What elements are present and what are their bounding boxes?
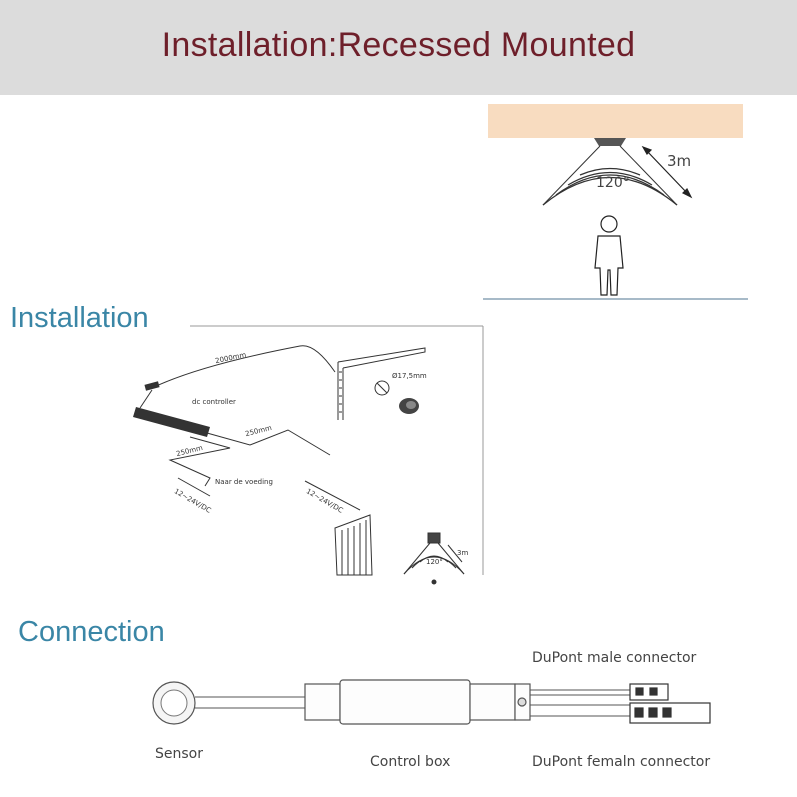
- controller-label: dc controller: [192, 398, 236, 406]
- sensor-hole: [374, 380, 390, 396]
- mini-angle-label: 120°: [426, 558, 443, 566]
- ceiling-panel: [488, 104, 743, 138]
- detection-arcs: [542, 167, 678, 206]
- sensor-device: [152, 681, 196, 725]
- header-bar: Installation:Recessed Mounted: [0, 0, 797, 95]
- control-box: [304, 679, 531, 725]
- mini-distance-label: 3m: [457, 549, 469, 557]
- mini-detection: [403, 532, 465, 585]
- page-title: Installation:Recessed Mounted: [161, 26, 636, 64]
- cable-2000: [151, 345, 336, 389]
- control-box-label: Control box: [370, 754, 451, 770]
- female-connector: [629, 702, 711, 724]
- sensor-cable: [195, 696, 305, 709]
- hole-size-label: Ø17,5mm: [392, 372, 427, 380]
- controller-box: [133, 407, 210, 437]
- sensor-head: [399, 398, 419, 414]
- top-distance-label: 3m: [667, 152, 692, 170]
- distance-arrow: [641, 145, 693, 199]
- power-lead-a: [177, 477, 211, 497]
- installation-title: Installation: [10, 302, 149, 334]
- connection-title: Connection: [18, 616, 165, 648]
- ceiling-sensor: [594, 138, 626, 146]
- cable-250-a: [206, 429, 331, 456]
- sensor-label: Sensor: [155, 746, 203, 762]
- detection-cone: [542, 145, 678, 206]
- cable-250-b: [168, 436, 231, 487]
- cable-to-box: [139, 389, 153, 409]
- person-figure: [594, 215, 624, 296]
- top-angle-label: 120°: [596, 175, 630, 191]
- output-wires: [530, 689, 630, 717]
- cabinet-side: [334, 514, 373, 576]
- cabinet-edge: [337, 347, 426, 420]
- male-connector: [629, 683, 669, 701]
- female-connector-label: DuPont femaln connector: [532, 754, 711, 770]
- male-connector-label: DuPont male connector: [532, 650, 697, 666]
- cable-plug: [144, 381, 160, 391]
- power-lead-b: [304, 480, 361, 511]
- power-note-label: Naar de voeding: [215, 478, 273, 486]
